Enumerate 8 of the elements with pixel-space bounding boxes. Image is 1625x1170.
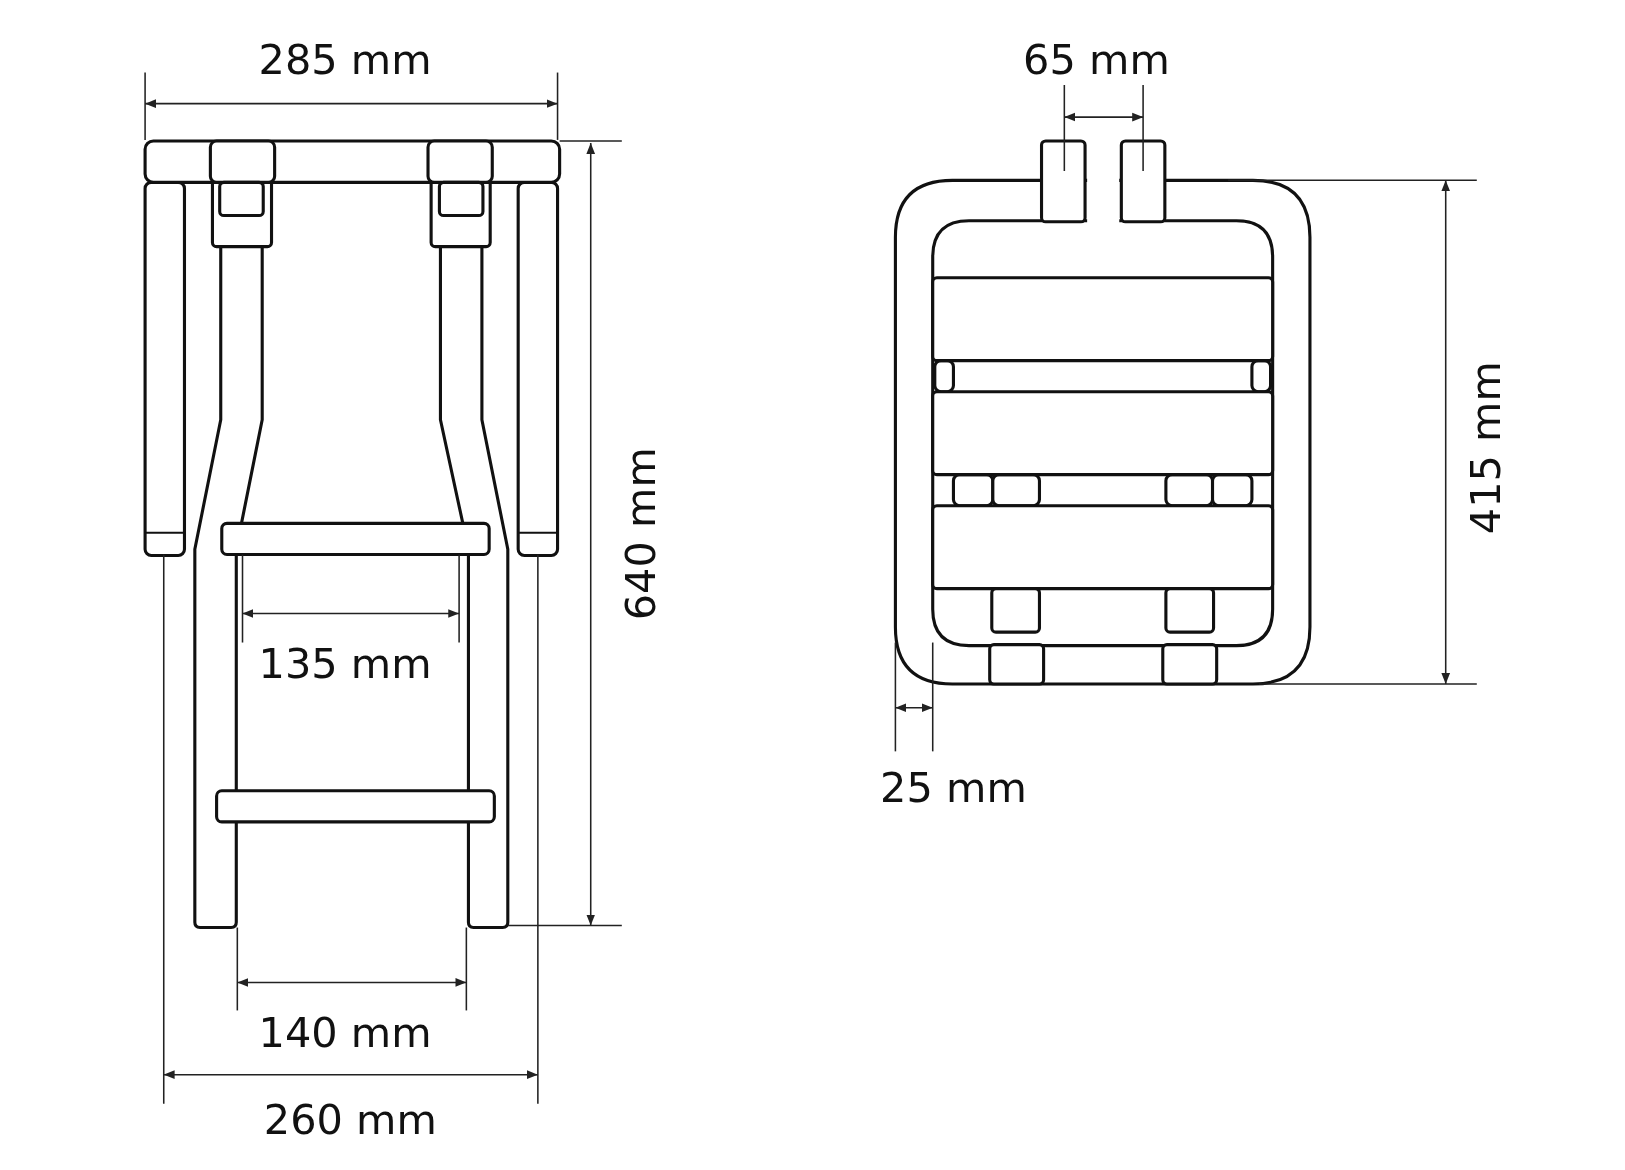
dimension-label: 25 mm bbox=[880, 763, 1027, 812]
dimension-label: 415 mm bbox=[1461, 361, 1509, 535]
dimension-label: 285 mm bbox=[258, 35, 432, 83]
dimension-label: 140 mm bbox=[258, 1008, 432, 1057]
dimension-label: 260 mm bbox=[263, 1095, 437, 1144]
dimension-label: 640 mm bbox=[616, 447, 665, 621]
dimension-label: 65 mm bbox=[1023, 35, 1170, 83]
dimension-label: 135 mm bbox=[258, 639, 432, 688]
